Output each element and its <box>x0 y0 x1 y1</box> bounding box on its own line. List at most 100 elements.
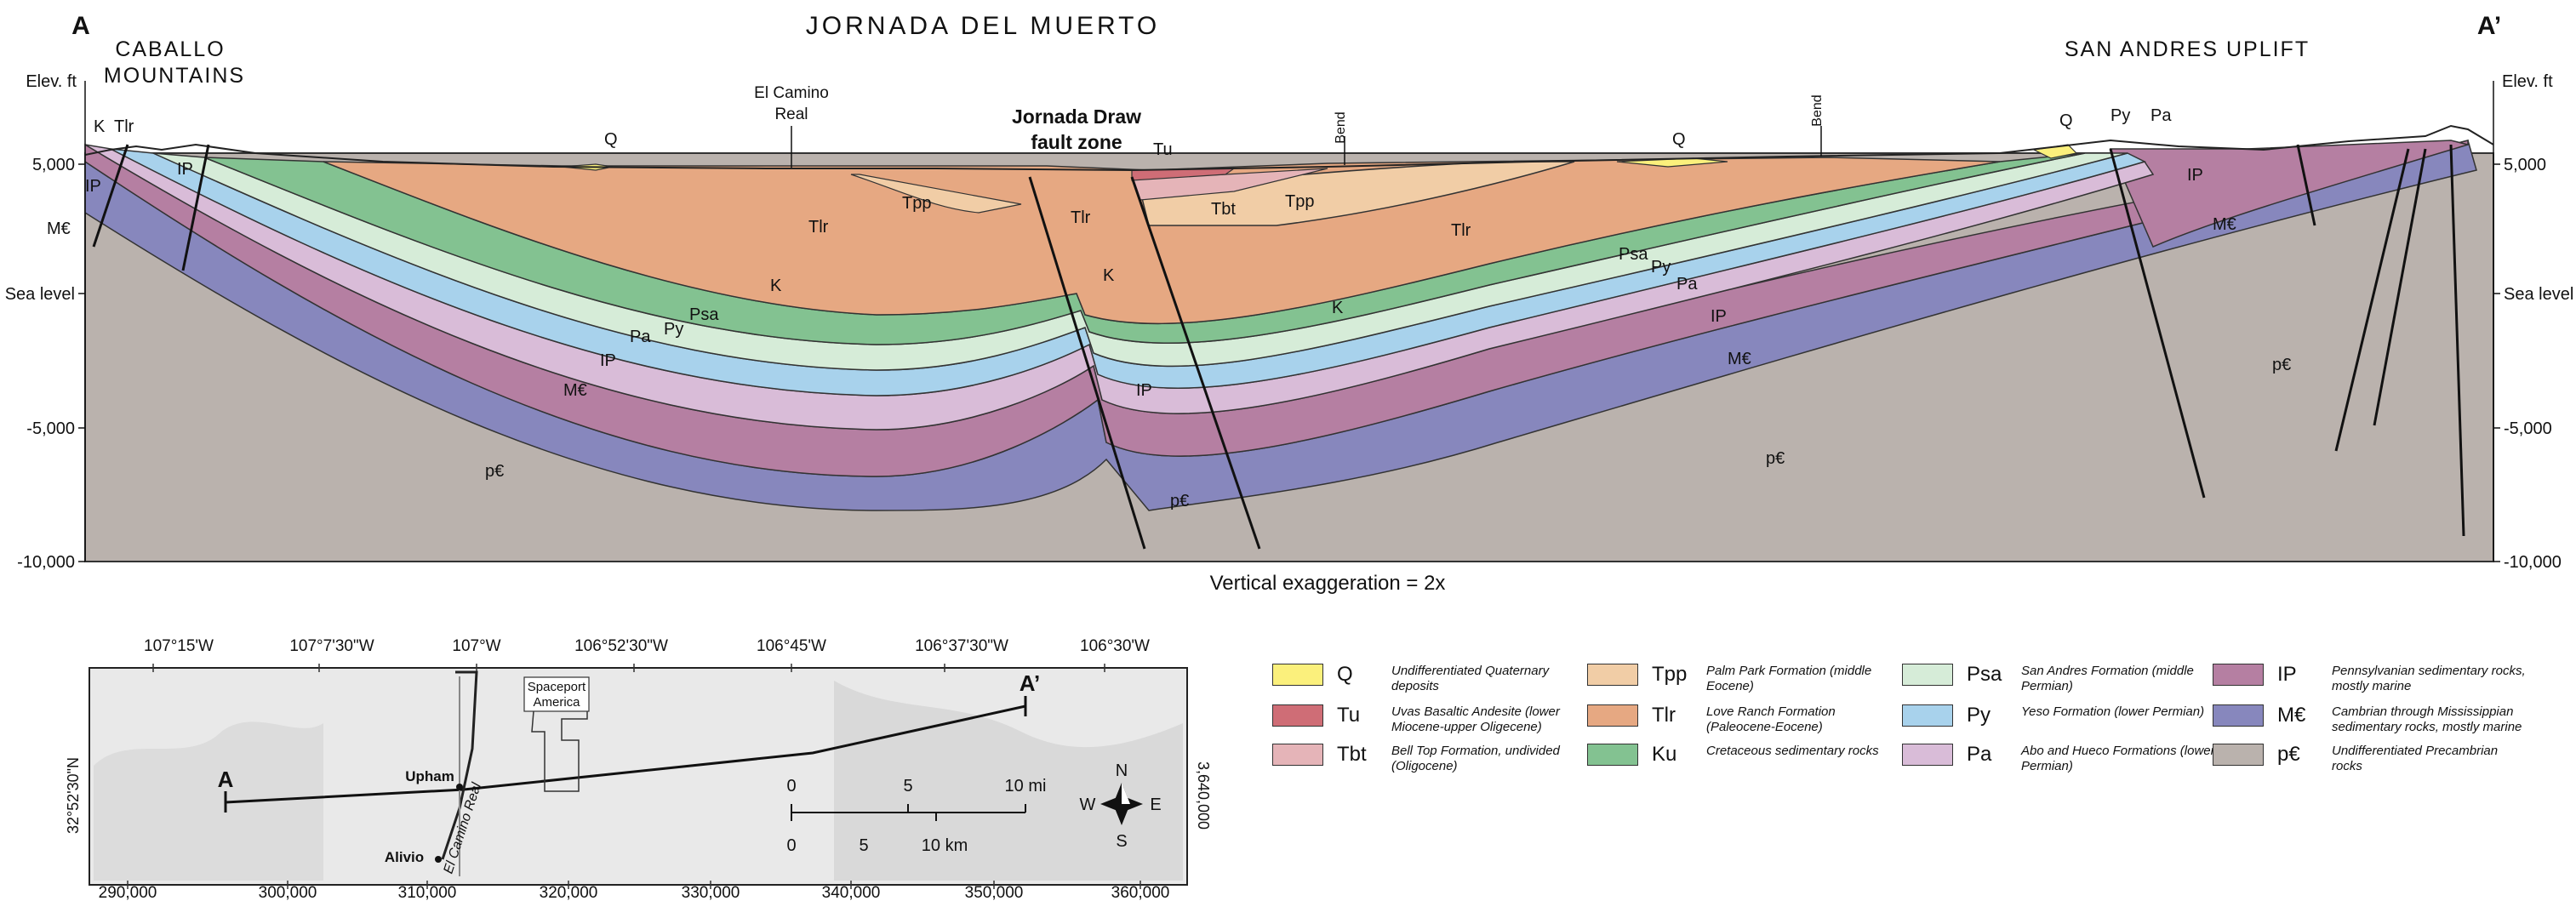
label-Q-1: Q <box>604 130 618 149</box>
map-tick-top-3: 107°W <box>452 637 500 655</box>
fault-zone-1: Jornada Draw <box>1012 105 1141 128</box>
elev-5000-left: 5,000 <box>32 156 75 174</box>
label-Pa-east: Pa <box>2150 106 2172 125</box>
region-san-andres: SAN ANDRES UPLIFT <box>2065 37 2310 61</box>
legend-swatch <box>1272 704 1323 727</box>
unit-IP-uplift <box>2109 140 2470 248</box>
map-tick-top-5: 106°45'W <box>757 637 826 655</box>
legend-swatch <box>1587 744 1638 766</box>
faults <box>92 144 2465 550</box>
legend-item-10: IP Pennsylvanian sedimentary rocks, mostl… <box>2213 664 2527 694</box>
label-MC-2: M€ <box>1728 350 1751 368</box>
map-upham: Upham <box>405 768 454 784</box>
label-IP-4: IP <box>2187 166 2203 185</box>
legend-swatch <box>1902 664 1953 686</box>
map-tick-top-7: 106°30'W <box>1080 637 1150 655</box>
camino-real-2: Real <box>774 105 808 123</box>
map-tick-top-4: 106°52'30"W <box>574 637 668 655</box>
legend-description: Pennsylvanian sedimentary rocks, mostly … <box>2332 664 2526 693</box>
elev-minus5000-right: -5,000 <box>2504 419 2552 438</box>
unit-Tlr-body <box>323 157 2001 325</box>
map-tick-bottom-8: 360,000 <box>1111 884 1170 901</box>
map-spaceport-1: Spaceport <box>528 680 586 694</box>
label-Q-3: Q <box>2059 111 2073 130</box>
label-K-1: K <box>770 277 782 295</box>
label-MC-edge: M€ <box>47 220 71 238</box>
label-K-west: K <box>94 117 106 136</box>
legend-swatch <box>2213 744 2264 766</box>
endpoint-a: A <box>71 12 90 40</box>
legend-description: Abo and Hueco Formations (lower Permian) <box>2021 744 2215 773</box>
map-point-a-prime: A’ <box>1020 670 1041 696</box>
label-IP-west: IP <box>177 160 193 179</box>
label-Tpp-east: Tpp <box>1285 192 1314 211</box>
legend-item-12: p€Undifferentiated Precambrian rocks <box>2213 744 2527 774</box>
scale-mi-5: 5 <box>903 777 912 796</box>
elevation-labels: Elev. ft Elev. ft 5,000 5,000 Sea level … <box>5 72 2574 572</box>
legend-item-3: Tbt Bell Top Formation, undivided (Oligoc… <box>1272 744 1587 774</box>
region-caballo-2: MOUNTAINS <box>104 64 245 88</box>
map-tick-bottom-5: 330,000 <box>682 884 740 901</box>
label-Tlr-2: Tlr <box>1071 208 1091 227</box>
label-pC-2: p€ <box>1170 492 1189 510</box>
map-tick-bottom-6: 340,000 <box>822 884 881 901</box>
label-Py-mid: Py <box>1651 258 1671 277</box>
header: A A’ JORNADA DEL MUERTO CABALLO MOUNTAIN… <box>71 12 2501 88</box>
legend-code: Tbt <box>1337 743 1367 766</box>
label-Psa-east: Psa <box>1619 245 1648 264</box>
legend-swatch <box>2213 704 2264 727</box>
legend-code: IP <box>2277 663 2297 686</box>
unit-Tpp-west <box>850 174 1022 214</box>
legend-description: San Andres Formation (middle Permian) <box>2021 664 2194 693</box>
legend-swatch <box>1272 664 1323 686</box>
map-northing-label: 3,640,000 <box>1195 761 1212 830</box>
top-annotations: El Camino Real Jornada Draw fault zone B… <box>754 84 1825 168</box>
map-tick-top-1: 107°15'W <box>144 637 214 655</box>
label-Psa-west: Psa <box>689 305 719 324</box>
region-caballo-1: CABALLO <box>115 37 225 61</box>
unit-labels: K Tlr Q Tu Q Q Py Pa Tpp Tlr Tlr Tbt Tpp… <box>47 106 2291 510</box>
label-Tu: Tu <box>1153 140 1173 159</box>
scale-km-0: 0 <box>786 836 796 855</box>
label-K-3: K <box>1332 299 1344 317</box>
scale-km-10: 10 km <box>922 836 968 855</box>
elev-minus10000-left: -10,000 <box>17 553 75 572</box>
map-scale-bar: 0 5 10 mi 0 5 10 km <box>786 777 1046 855</box>
compass-rose-icon: N S E W <box>1080 761 1162 851</box>
map-point-a: A <box>218 767 234 792</box>
legend-code: M€ <box>2277 704 2306 727</box>
label-Tlr-3: Tlr <box>1451 221 1471 240</box>
elev-title-right: Elev. ft <box>2502 72 2553 91</box>
legend-description: Cambrian through Mississippian sedimenta… <box>2332 704 2522 734</box>
elev-sealevel-right: Sea level <box>2504 285 2573 304</box>
label-Pa-mid: Pa <box>1676 275 1698 294</box>
region-jornada: JORNADA DEL MUERTO <box>806 12 1161 40</box>
legend-item-11: M€ Cambrian through Mississippian sedimen… <box>2213 704 2527 735</box>
map-tick-bottom-2: 300,000 <box>259 884 317 901</box>
map-tick-bottom-4: 320,000 <box>540 884 598 901</box>
label-Q-2: Q <box>1672 130 1686 149</box>
legend-description: Cretaceous sedimentary rocks <box>1706 744 1879 758</box>
legend-description: Bell Top Formation, undivided (Oligocene… <box>1391 744 1560 773</box>
exaggeration-note: Vertical exaggeration = 2x <box>1210 572 1446 595</box>
endpoint-a-prime: A’ <box>2477 12 2501 40</box>
map-tick-bottom-3: 310,000 <box>398 884 457 901</box>
label-pC-3: p€ <box>1766 449 1785 468</box>
map-tick-top-2: 107°7'30"W <box>289 637 374 655</box>
compass-w: W <box>1080 796 1096 814</box>
legend-description: Yeso Formation (lower Permian) <box>2021 704 2205 719</box>
legend-swatch <box>1902 704 1953 727</box>
legend-swatch <box>1902 744 1953 766</box>
legend-code: Tlr <box>1652 704 1676 727</box>
map-relief-west <box>94 721 323 881</box>
elevation-axes <box>78 81 2500 562</box>
compass-n: N <box>1116 761 1128 780</box>
map-spaceport-2: America <box>533 695 580 710</box>
legend-code: Tpp <box>1652 663 1688 686</box>
